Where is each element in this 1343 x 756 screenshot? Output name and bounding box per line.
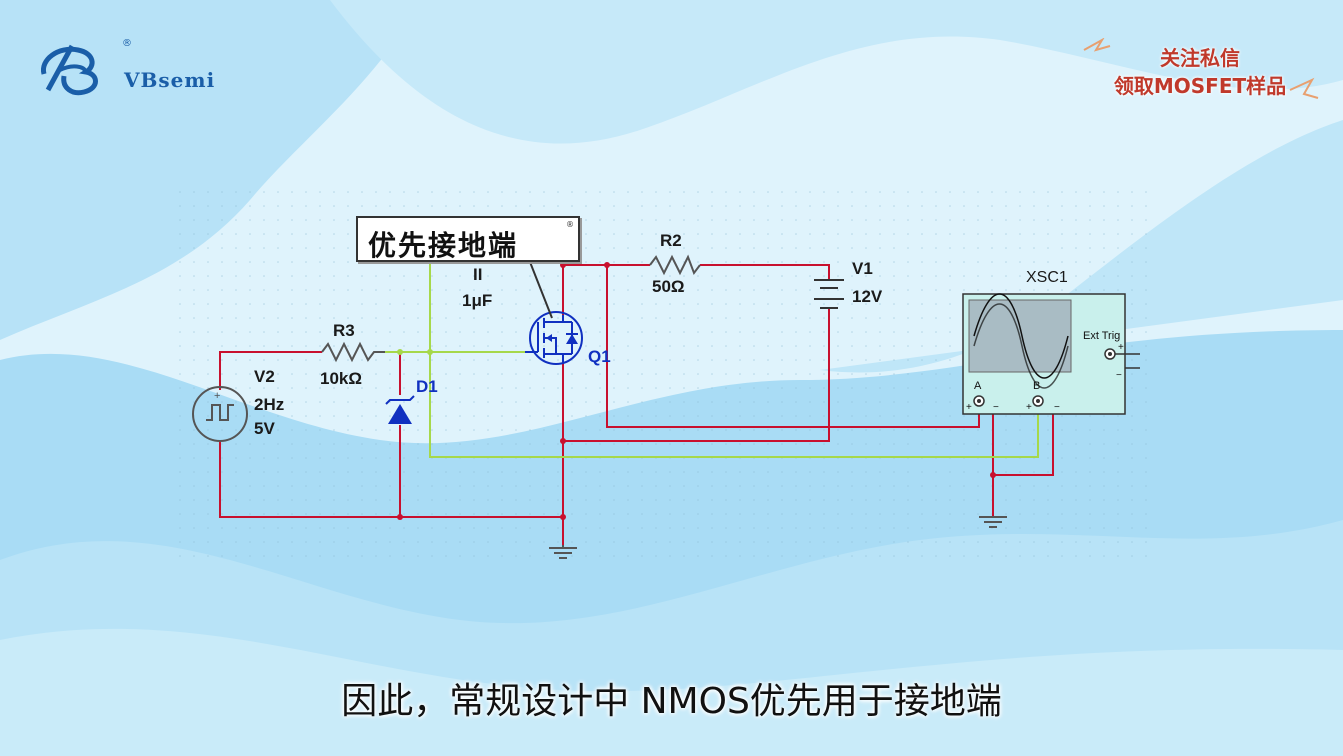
promo-line-2: 领取MOSFET样品 xyxy=(1113,74,1287,98)
vbsemi-logo xyxy=(41,44,98,96)
scope-b-minus: − xyxy=(1054,402,1060,413)
ground-icon xyxy=(549,545,577,559)
c1-value: 1μF xyxy=(462,291,492,310)
oscilloscope-xsc1 xyxy=(962,293,1140,415)
scope-trig-minus: − xyxy=(1116,370,1122,381)
scope-b-plus: + xyxy=(1026,402,1032,413)
video-subtitle: 因此，常规设计中 NMOS优先用于接地端 xyxy=(341,681,1002,722)
scope-ext-trig: Ext Trig xyxy=(1083,330,1120,342)
svg-text:+: + xyxy=(214,390,220,402)
v2-frequency: 2Hz xyxy=(254,395,284,414)
d1-zener-diode-icon xyxy=(385,395,415,424)
v1-value: 12V xyxy=(852,287,883,306)
r2-resistor-icon xyxy=(649,254,701,276)
q1-mosfet-icon xyxy=(525,311,583,365)
r3-value: 10kΩ xyxy=(320,369,362,388)
scope-ground-icon xyxy=(979,516,1007,528)
callout-box: 优先接地端 ® xyxy=(356,216,580,262)
r2-label: R2 xyxy=(660,231,682,250)
r3-resistor-icon xyxy=(321,341,385,363)
promo-line-1: 关注私信 xyxy=(1160,46,1240,70)
brand-registered-mark: ® xyxy=(122,38,132,49)
v2-amplitude: 5V xyxy=(254,419,275,438)
scope-channel-a: A xyxy=(974,380,982,392)
d1-label: D1 xyxy=(416,377,438,396)
scope-a-minus: − xyxy=(993,402,999,413)
r3-label: R3 xyxy=(333,321,355,340)
v1-battery-icon xyxy=(814,279,844,309)
promo-decoration-icon xyxy=(1083,38,1319,99)
red-wires xyxy=(219,264,1054,545)
q1-label: Q1 xyxy=(588,347,611,366)
brand-name: VBsemi xyxy=(124,68,216,92)
callout-mark: ® xyxy=(566,220,574,229)
scope-label: XSC1 xyxy=(1026,269,1068,286)
scope-trig-plus: + xyxy=(1118,342,1124,353)
r2-value: 50Ω xyxy=(652,277,685,296)
scope-a-plus: + xyxy=(966,402,972,413)
v2-label: V2 xyxy=(254,367,275,386)
scope-channel-b: B xyxy=(1033,380,1040,392)
callout-pointer xyxy=(529,261,553,319)
v2-source-icon: + xyxy=(192,386,248,442)
v1-label: V1 xyxy=(852,259,873,278)
promo-banner: 关注私信 领取MOSFET样品 xyxy=(1080,38,1320,108)
c1-label: II xyxy=(473,265,482,284)
callout-text: 优先接地端 xyxy=(368,229,519,262)
green-wires xyxy=(385,262,1039,458)
junction-dots xyxy=(397,262,996,520)
